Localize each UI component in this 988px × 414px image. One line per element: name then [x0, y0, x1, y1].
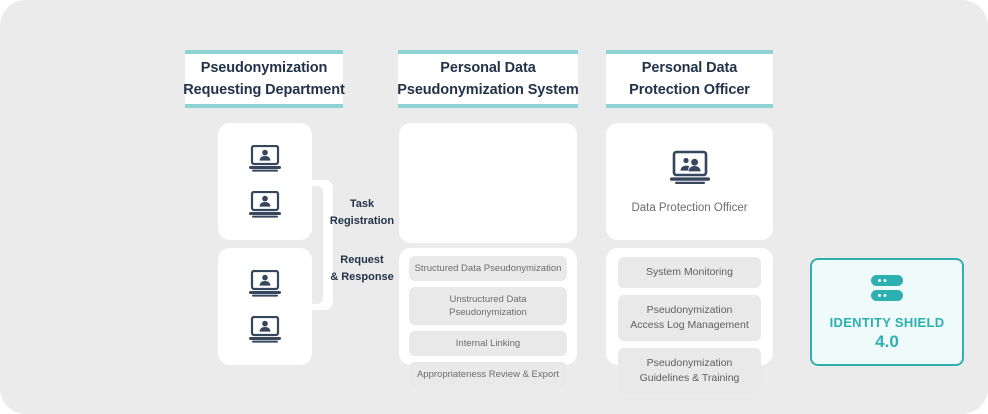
feature-chip[interactable]: Internal Linking — [409, 331, 567, 356]
duty-chip[interactable]: Pseudonymization Access Log Management — [618, 295, 761, 341]
requesting-department-group-1 — [218, 123, 312, 240]
column-header-line1: Personal Data — [440, 60, 536, 76]
column-header-requesting-department: Pseudonymization Requesting Department — [183, 50, 345, 108]
column-header-line1: Personal Data — [641, 60, 738, 76]
column-header-protection-officer: Personal Data Protection Officer — [606, 50, 773, 108]
protection-officer-duties-card: System Monitoring Pseudonymization Acces… — [606, 248, 773, 394]
product-name: IDENTITY SHIELD — [829, 314, 945, 330]
laptop-icon-stack — [218, 248, 312, 365]
requesting-department-group-2 — [218, 248, 312, 365]
laptop-two-people-icon — [667, 150, 713, 186]
connector-label-request-response: Request & Response — [326, 252, 398, 286]
duty-list: System Monitoring Pseudonymization Acces… — [618, 257, 761, 394]
feature-chip[interactable]: Appropriateness Review & Export — [409, 362, 567, 387]
protection-officer-role-card: Data Protection Officer — [606, 123, 773, 240]
feature-chip[interactable]: Structured Data Pseudonymization — [409, 256, 567, 281]
laptop-person-icon — [248, 190, 282, 219]
connector-label-task-registration: Task Registration — [326, 196, 398, 230]
column-header-line2: Protection Officer — [629, 82, 750, 98]
duty-line1: Pseudonymization — [646, 304, 733, 316]
feature-chip[interactable]: Unstructured Data Pseudonymization — [409, 287, 567, 325]
column-header-pseudonymization-system: Personal Data Pseudonymization System — [397, 50, 579, 108]
column-header-line2: Requesting Department — [183, 82, 345, 98]
server-stack-icon — [865, 273, 909, 305]
duty-chip[interactable]: System Monitoring — [618, 257, 761, 288]
duty-line1: Pseudonymization — [646, 357, 733, 369]
duty-line1: System Monitoring — [646, 266, 733, 278]
feature-list: Structured Data Pseudonymization Unstruc… — [409, 256, 567, 387]
duty-line2: Guidelines & Training — [639, 372, 740, 384]
duty-line2: Access Log Management — [630, 319, 749, 331]
product-version: 4.0 — [875, 331, 899, 351]
identity-shield-panel[interactable]: IDENTITY SHIELD 4.0 — [810, 258, 964, 366]
role-label: Data Protection Officer — [631, 201, 748, 214]
laptop-icon-stack — [218, 123, 312, 240]
connector-label-line2: & Response — [330, 271, 394, 283]
column-header-line2: Pseudonymization System — [397, 82, 579, 98]
column-header-line1: Pseudonymization — [200, 60, 328, 76]
connector-label-line1: Task — [349, 198, 375, 210]
connector-label-line2: Registration — [329, 215, 395, 227]
laptop-person-icon — [248, 269, 282, 298]
role-content: Data Protection Officer — [606, 123, 773, 240]
laptop-person-icon — [248, 144, 282, 173]
connector-label-line1: Request — [340, 254, 384, 266]
laptop-person-icon — [248, 315, 282, 344]
duty-chip[interactable]: Pseudonymization Guidelines & Training — [618, 348, 761, 394]
pseudonymization-system-feature-card: Structured Data Pseudonymization Unstruc… — [399, 248, 577, 387]
pseudonymization-system-product-card: IDENTITY SHIELD 4.0 — [399, 123, 964, 366]
